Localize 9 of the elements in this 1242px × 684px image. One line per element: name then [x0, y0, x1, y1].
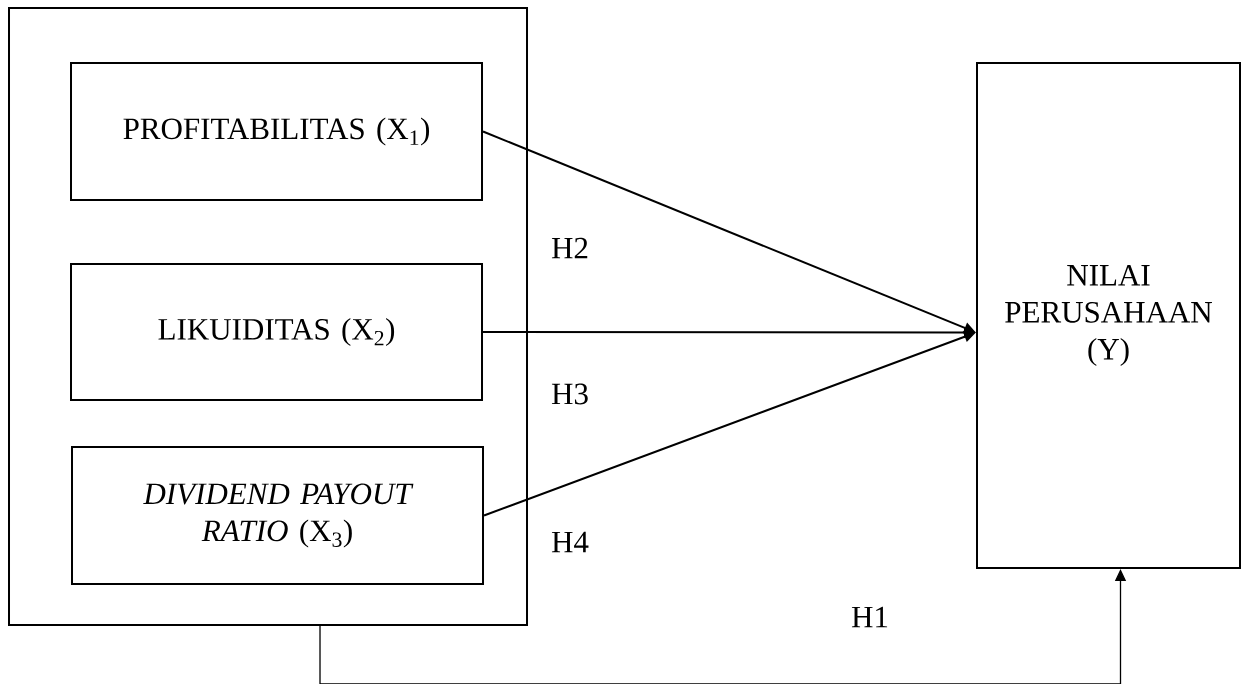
- edge-label: H2: [551, 237, 588, 259]
- edge-label: H3: [551, 383, 588, 405]
- edge-label: H1: [851, 606, 888, 628]
- variable-box: PROFITABILITAS (X$_{1}$): [70, 62, 483, 201]
- variable-box: NILAI PERUSAHAAN (Y): [976, 62, 1241, 569]
- variable-box: DIVIDEND PAYOUT RATIO (X$_{3}$): [71, 446, 484, 585]
- variable-box: LIKUIDITAS (X$_{2}$): [70, 263, 483, 401]
- group-box: [8, 7, 528, 626]
- edge-label: H4: [551, 531, 589, 553]
